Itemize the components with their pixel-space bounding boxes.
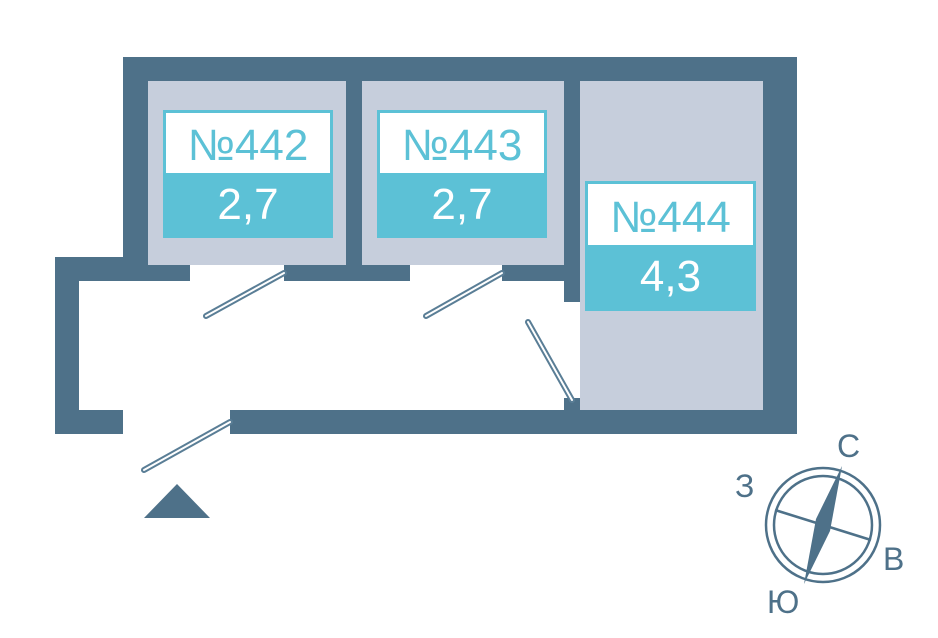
room-442-area: 2,7 bbox=[166, 173, 330, 235]
compass-west-label: З bbox=[735, 468, 755, 504]
room-444-area: 4,3 bbox=[588, 245, 753, 308]
compass-north-label: С bbox=[837, 428, 861, 464]
compass-icon bbox=[764, 466, 882, 584]
room-444-label[interactable]: №444 4,3 bbox=[585, 181, 756, 311]
room-444-number: №444 bbox=[588, 184, 753, 248]
room-443-label[interactable]: №443 2,7 bbox=[377, 110, 547, 238]
room-443-number: №443 bbox=[380, 113, 544, 175]
walls bbox=[55, 57, 797, 434]
compass-south-label: Ю bbox=[767, 584, 800, 620]
room-442-label[interactable]: №442 2,7 bbox=[163, 110, 333, 238]
compass-east-label: В bbox=[883, 541, 905, 577]
room-442-number: №442 bbox=[166, 113, 330, 175]
doors bbox=[141, 270, 575, 473]
entrance-arrow-icon bbox=[144, 484, 210, 518]
room-443-area: 2,7 bbox=[380, 173, 544, 235]
